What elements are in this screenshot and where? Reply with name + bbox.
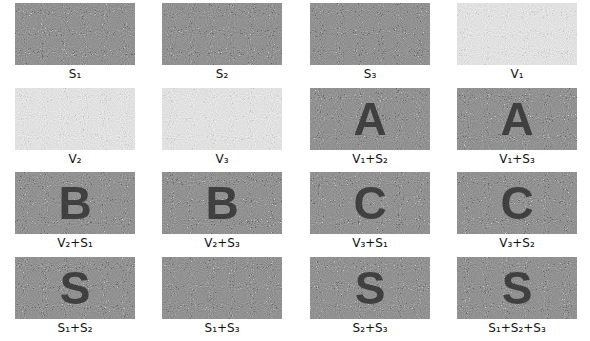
noise-panel: CV₃+S₂ bbox=[457, 172, 577, 251]
panel-caption: S₃ bbox=[310, 65, 430, 82]
hidden-letter: B bbox=[162, 172, 282, 234]
hidden-letter: S bbox=[457, 257, 577, 319]
panel-caption: S₁+S₂ bbox=[15, 319, 135, 336]
hidden-letter: S bbox=[15, 257, 135, 319]
panel-caption: V₁+S₃ bbox=[457, 150, 577, 167]
noise-texture bbox=[15, 3, 135, 65]
noise-texture bbox=[15, 88, 135, 150]
hidden-letter: S bbox=[310, 257, 430, 319]
panel-area bbox=[162, 88, 282, 150]
noise-panel: S₂ bbox=[162, 3, 282, 82]
noise-panel: V₃ bbox=[162, 88, 282, 167]
panel-caption: S₁+S₂+S₃ bbox=[457, 319, 577, 336]
panel-area bbox=[457, 3, 577, 65]
noise-panel: BV₂+S₃ bbox=[162, 172, 282, 251]
hidden-letter: C bbox=[457, 172, 577, 234]
noise-texture bbox=[457, 3, 577, 65]
panel-area bbox=[162, 3, 282, 65]
noise-panel: SS₁+S₂ bbox=[15, 257, 135, 336]
panel-caption: S₁+S₃ bbox=[162, 319, 282, 336]
hidden-letter: A bbox=[310, 88, 430, 150]
noise-panel: S₁ bbox=[15, 3, 135, 82]
noise-panel: V₁ bbox=[457, 3, 577, 82]
noise-panel: SS₂+S₃ bbox=[310, 257, 430, 336]
noise-panel: V₂ bbox=[15, 88, 135, 167]
hidden-letter: C bbox=[310, 172, 430, 234]
noise-texture bbox=[162, 257, 282, 319]
noise-panel: AV₁+S₂ bbox=[310, 88, 430, 167]
panel-area bbox=[15, 88, 135, 150]
panel-caption: S₂+S₃ bbox=[310, 319, 430, 336]
noise-panel: S₃ bbox=[310, 3, 430, 82]
hidden-letter: B bbox=[15, 172, 135, 234]
panel-caption: V₂ bbox=[15, 150, 135, 167]
noise-texture bbox=[310, 3, 430, 65]
noise-panel: AV₁+S₃ bbox=[457, 88, 577, 167]
panel-caption: V₂+S₁ bbox=[15, 234, 135, 251]
noise-panel: BV₂+S₁ bbox=[15, 172, 135, 251]
noise-panel: S₁+S₃ bbox=[162, 257, 282, 336]
noise-texture bbox=[162, 3, 282, 65]
panel-caption: S₂ bbox=[162, 65, 282, 82]
panel-caption: V₃+S₁ bbox=[310, 234, 430, 251]
panel-caption: V₂+S₃ bbox=[162, 234, 282, 251]
noise-texture bbox=[162, 88, 282, 150]
hidden-letter: A bbox=[457, 88, 577, 150]
panel-caption: V₁ bbox=[457, 65, 577, 82]
panel-area bbox=[162, 257, 282, 319]
panel-area bbox=[15, 3, 135, 65]
panel-caption: S₁ bbox=[15, 65, 135, 82]
noise-panel: SS₁+S₂+S₃ bbox=[457, 257, 577, 336]
noise-panel: CV₃+S₁ bbox=[310, 172, 430, 251]
panel-caption: V₃ bbox=[162, 150, 282, 167]
panel-caption: V₁+S₂ bbox=[310, 150, 430, 167]
panel-caption: V₃+S₂ bbox=[457, 234, 577, 251]
panel-area bbox=[310, 3, 430, 65]
